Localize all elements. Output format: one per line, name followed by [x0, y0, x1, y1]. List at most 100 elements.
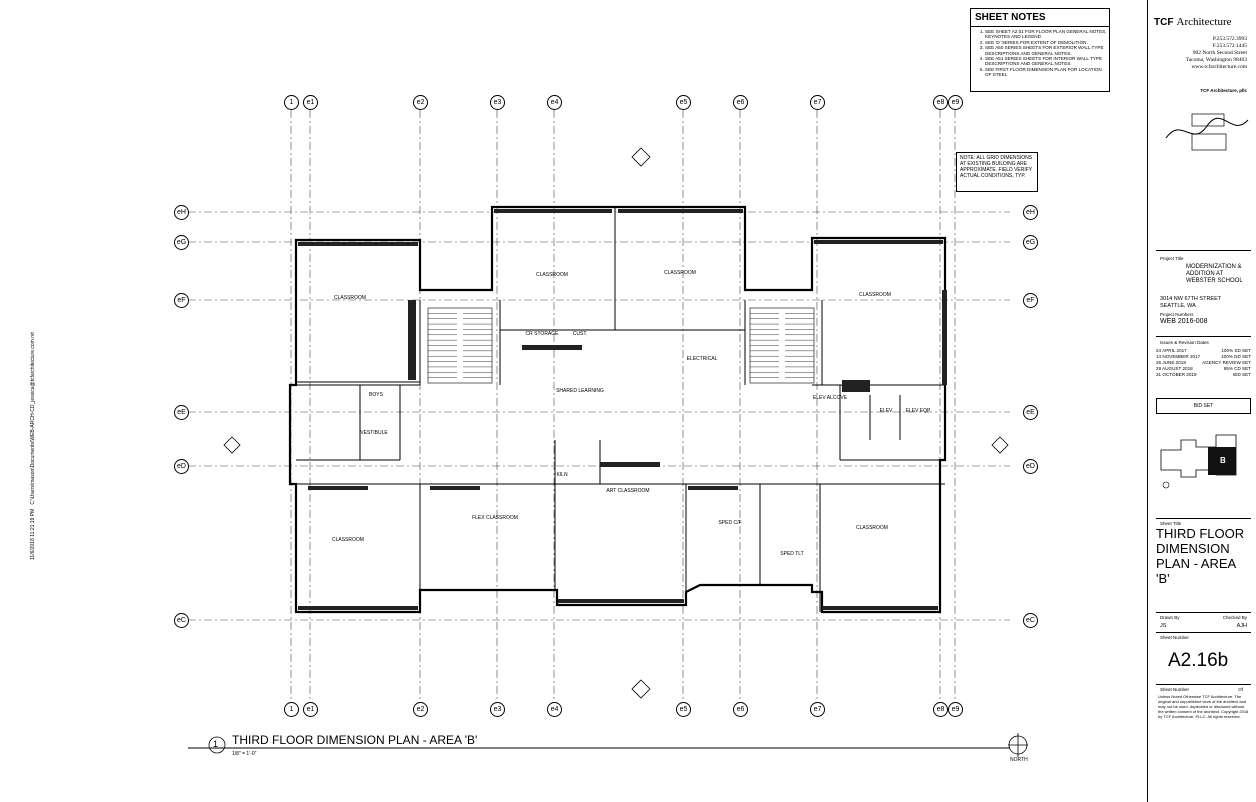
- room-elev: ELEV: [879, 408, 893, 414]
- grid-bubble-eF: eF: [174, 293, 189, 308]
- file-date: 11/6/2018 11:21:19 PM: [30, 508, 36, 560]
- room-classroom-nw: CLASSROOM: [334, 295, 366, 301]
- issue-date: 31 OCTOBER 2018: [1156, 372, 1197, 377]
- sheet-number-label: Sheet Number: [1160, 635, 1190, 640]
- grid-bubble-eE: eE: [174, 405, 189, 420]
- project-number: WEB 2016-008: [1160, 318, 1208, 325]
- grid-bubble-1: 1: [284, 702, 299, 717]
- firm-name: TCF Architecture: [1154, 16, 1231, 28]
- grid-bubble-1: 1: [284, 95, 299, 110]
- room-sped-tlt: SPED TLT: [780, 551, 804, 557]
- architect-stamp: [1165, 113, 1249, 151]
- grid-bubble-eH: eH: [174, 205, 189, 220]
- grid-bubble-e7: e7: [810, 702, 825, 717]
- grid-bubble-e6: e6: [733, 95, 748, 110]
- copyright: Unless Noted Otherwise TCF Architecture.…: [1158, 694, 1249, 719]
- firm-prefix: TCF: [1154, 17, 1174, 28]
- firm-footer: TCF Architecture, pllc: [1200, 88, 1247, 93]
- grid-bubble-eD: eD: [1023, 459, 1038, 474]
- sheet-note-item: SEE SHEET A2.01 FOR FLOOR PLAN GENERAL N…: [985, 29, 1109, 40]
- grid-bubble-eG: eG: [174, 235, 189, 250]
- grid-bubble-eC: eC: [1023, 613, 1038, 628]
- grid-bubble-e3: e3: [490, 702, 505, 717]
- room-elev-alcove: ELEV ALCOVE: [812, 395, 848, 401]
- issue-label: BID SET: [1233, 372, 1251, 377]
- checked-by: AJH: [1236, 623, 1247, 629]
- issue-date: 29 AUGUST 2018: [1156, 366, 1193, 371]
- room-boys: BOYS: [369, 392, 383, 398]
- sheet-note-item: SEE A51 SERIES SHEETS FOR INTERIOR WALL …: [985, 56, 1109, 67]
- grid-bubble-eC: eC: [174, 613, 189, 628]
- firm-web: www.tcfarchitecture.com: [1191, 64, 1247, 70]
- sheet-title-label: Sheet Title: [1160, 521, 1182, 526]
- plan-scale: 1/8" = 1'-0": [232, 751, 257, 757]
- grid-bubble-e4: e4: [547, 702, 562, 717]
- casework: [298, 209, 947, 610]
- drawn-by-label: Drawn By: [1160, 615, 1180, 620]
- plan-number: 1: [213, 739, 219, 749]
- project-city: SEATTLE, WA: [1160, 303, 1196, 309]
- plan-title: THIRD FLOOR DIMENSION PLAN - AREA 'B': [232, 733, 478, 747]
- room-storage: CR STORAGE: [525, 331, 559, 337]
- room-elev-eqp: ELEV EQP: [905, 408, 931, 414]
- grid-bubble-e5: e5: [676, 95, 691, 110]
- room-classroom-n1: CLASSROOM: [536, 272, 568, 278]
- room-classroom-n2: CLASSROOM: [664, 270, 696, 276]
- room-sped: SPED C/F: [718, 520, 742, 526]
- sheet-number: A2.16b: [1168, 650, 1229, 671]
- grid-bubble-e6: e6: [733, 702, 748, 717]
- sheet-notes-list: SEE SHEET A2.01 FOR FLOOR PLAN GENERAL N…: [971, 29, 1109, 78]
- room-classroom-se: CLASSROOM: [856, 525, 888, 531]
- floor-plan-drawing: [188, 110, 1028, 757]
- drawn-by: JS: [1160, 623, 1167, 629]
- grid-bubble-e2: e2: [413, 702, 428, 717]
- grid-bubble-eF: eF: [1023, 293, 1038, 308]
- room-custodial: CUST.: [572, 331, 588, 337]
- grid-bubble-e9: e9: [948, 702, 963, 717]
- sheet-note-item: SEE 'D' SERIES FOR EXTENT OF DEMOLITION.: [985, 40, 1109, 45]
- grid-bubble-e5: e5: [676, 702, 691, 717]
- issue-label: AGENCY REVIEW SET: [1202, 360, 1251, 365]
- grid-note: NOTE: ALL GRID DIMENSIONS AT EXISTING BU…: [956, 152, 1038, 192]
- of-label: Of: [1238, 687, 1243, 692]
- grid-bubble-e1: e1: [303, 702, 318, 717]
- interior-walls: [296, 207, 945, 612]
- key-plan: [1160, 434, 1237, 489]
- issues-label: Issues & Revision Dates: [1160, 340, 1209, 345]
- room-kiln: KILN: [556, 472, 568, 478]
- grid-bubble-e7: e7: [810, 95, 825, 110]
- sheet-notes-box: SHEET NOTES SEE SHEET A2.01 FOR FLOOR PL…: [970, 8, 1110, 92]
- issue-date: 24 APRIL 2017: [1156, 348, 1187, 353]
- grid-bubble-e8: e8: [933, 95, 948, 110]
- grid-bubble-e4: e4: [547, 95, 562, 110]
- room-vestibule: VESTIBULE: [360, 430, 388, 436]
- room-electrical: ELECTRICAL: [686, 356, 718, 362]
- firm-phone: P.253.572.3993: [1212, 36, 1247, 42]
- key-plan-letter: B: [1220, 456, 1226, 465]
- sheet-notes-title: SHEET NOTES: [971, 9, 1109, 27]
- north-arrow: [1008, 733, 1028, 757]
- bid-set-box: BID SET: [1156, 398, 1251, 414]
- room-shared: SHARED LEARNING: [556, 388, 604, 394]
- grid-bubble-e8: e8: [933, 702, 948, 717]
- room-classroom-sw: CLASSROOM: [332, 537, 364, 543]
- room-flex: FLEX CLASSROOM: [472, 515, 518, 521]
- title-block: TCF Architecture P.253.572.3993 F.253.57…: [1147, 0, 1256, 802]
- grid-bubble-eH: eH: [1023, 205, 1038, 220]
- checked-by-label: Checked By: [1222, 615, 1247, 620]
- issue-date: 14 NOVEMBER 2017: [1156, 354, 1201, 359]
- grid-bubble-eD: eD: [174, 459, 189, 474]
- grid-bubble-eG: eG: [1023, 235, 1038, 250]
- grid-bubble-e3: e3: [490, 95, 505, 110]
- project-numbers-label: Project Numbers: [1160, 312, 1194, 317]
- firm-suffix: Architecture: [1176, 16, 1232, 28]
- firm-contact: P.253.572.3993 F.253.572.1445 902 North …: [1186, 36, 1247, 71]
- north-label: NORTH: [1010, 757, 1028, 763]
- grid-bubble-eE: eE: [1023, 405, 1038, 420]
- firm-fax: F.253.572.1445: [1212, 43, 1247, 49]
